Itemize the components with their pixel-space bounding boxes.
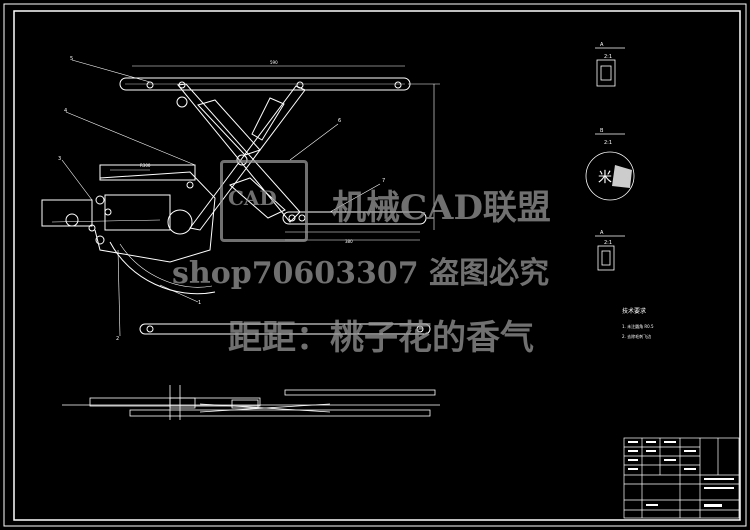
svg-text:3: 3: [58, 156, 61, 162]
svg-text:6: 6: [338, 118, 341, 124]
dim-bracket: R300: [140, 163, 151, 168]
section-aa-label: A: [600, 42, 604, 48]
svg-text:5: 5: [70, 56, 73, 62]
upper-rail: [119, 65, 411, 91]
section-c-label: A: [600, 230, 604, 236]
tech-req-note-1: 1. 未注圆角 R0.5: [622, 323, 654, 329]
svg-text:4: 4: [64, 108, 67, 114]
bottom-rail: [139, 323, 431, 335]
side-view: [62, 385, 440, 420]
svg-text:2: 2: [116, 336, 119, 342]
cad-logo-text: CAD: [228, 186, 277, 210]
scale-a: 2:1: [604, 54, 612, 60]
dim-lower: 380: [345, 239, 353, 244]
section-c: [595, 235, 625, 271]
motor-bracket: [41, 164, 216, 263]
sheet-outer-border: [3, 3, 747, 527]
scale-b: 2:1: [604, 140, 612, 146]
leader-numbers: 5 4 3 6 7 1 2: [58, 56, 385, 342]
watermark-author: 距距：桃子花的香气: [228, 318, 534, 358]
leader-lines: [61, 59, 440, 337]
svg-text:7: 7: [382, 178, 385, 184]
title-block-text-marks: [628, 441, 734, 507]
sheet-inner-border: [13, 10, 741, 521]
cad-logo-icon: [220, 160, 308, 242]
svg-text:米: 米: [598, 170, 612, 186]
detail-b: 米: [585, 133, 635, 201]
detail-b-label: B: [600, 128, 604, 134]
watermark-shop: shop70603307 盗图必究: [172, 256, 550, 291]
cable: [109, 241, 216, 295]
tech-req-note-2: 2. 去除毛刺飞边: [622, 333, 651, 339]
dim-top: 590: [270, 60, 278, 65]
scale-c: 2:1: [604, 240, 612, 246]
section-aa: [595, 47, 625, 87]
watermark-brand: 机械CAD联盟: [332, 188, 551, 228]
svg-text:1: 1: [198, 300, 201, 306]
title-block: [623, 437, 740, 519]
tech-req-title: 技术要求: [622, 307, 646, 315]
